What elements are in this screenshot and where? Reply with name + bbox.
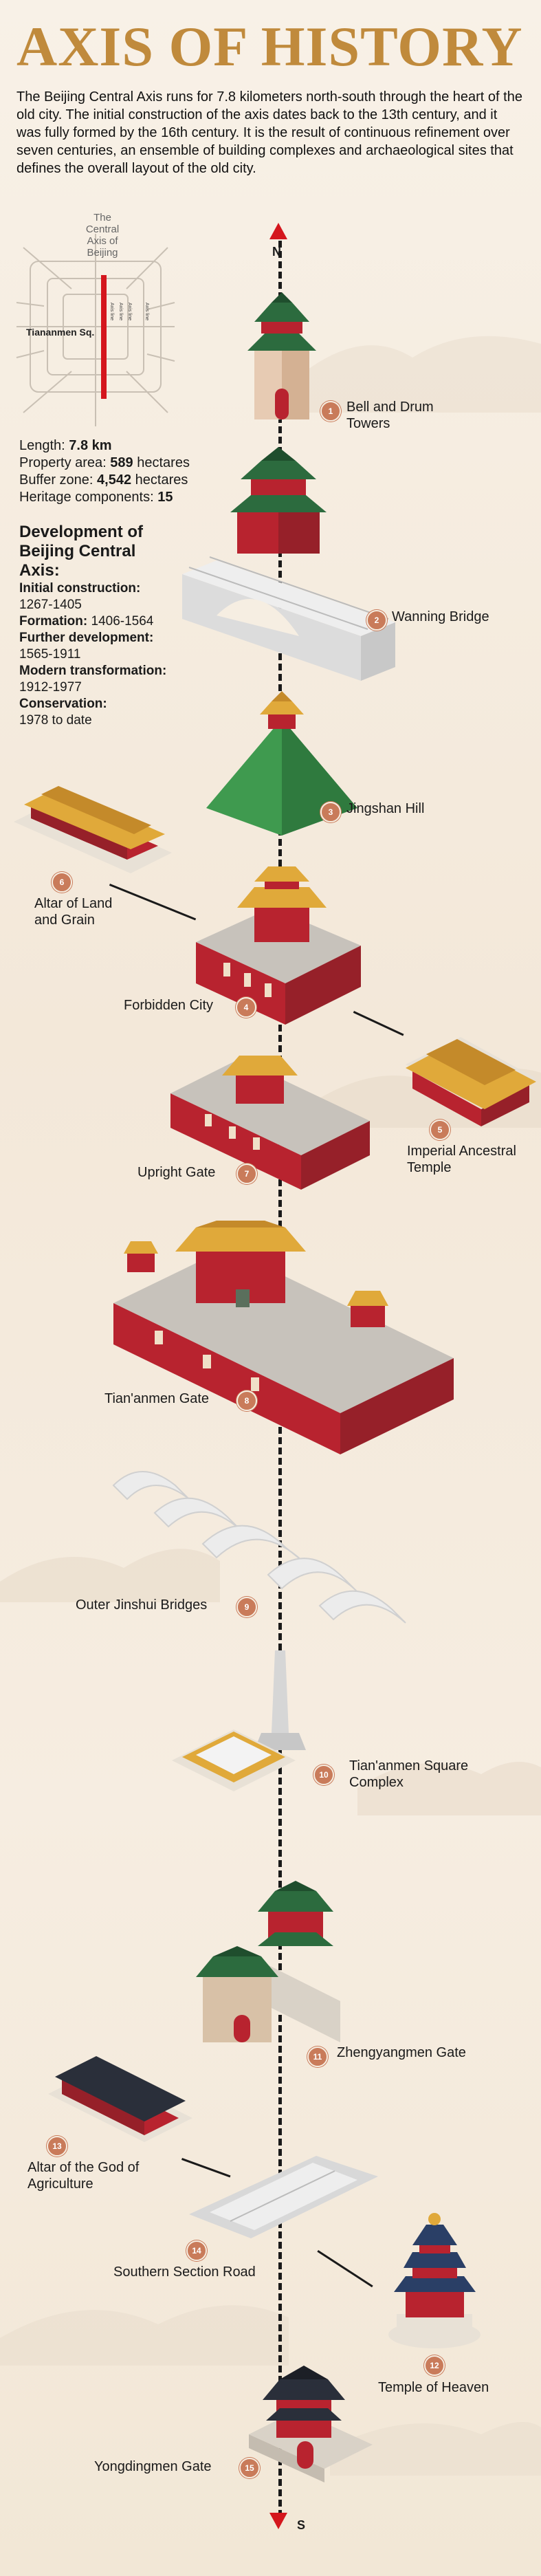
landmark-badge-7: 7 (236, 1164, 257, 1184)
landmark-label-5: Imperial Ancestral Temple (407, 1144, 516, 1175)
landmark-badge-11: 11 (307, 2046, 328, 2067)
south-arrow-icon (269, 2513, 287, 2529)
square-complex-illustration (172, 1650, 306, 1791)
landmark-label-15: Yongdingmen Gate (94, 2459, 212, 2474)
ancestral-temple-illustration (406, 1037, 536, 1126)
landmark-label-10: Tian'anmen Square Complex (349, 1758, 469, 1790)
development-block: Development of Beijing Central Axis: Ini… (19, 523, 246, 729)
landmark-label-4: Forbidden City (124, 998, 214, 1013)
landmark-label-7: Upright Gate (137, 1165, 216, 1180)
svg-text:Axis line: Axis line (144, 303, 149, 320)
agriculture-altar-illustration (48, 2056, 192, 2142)
landmark-badge-3: 3 (320, 802, 341, 822)
svg-text:Axis line: Axis line (127, 303, 132, 320)
landmark-label-3: Jingshan Hill (346, 801, 425, 816)
southern-road-illustration (189, 2156, 378, 2238)
north-label: N (272, 245, 281, 259)
landmark-badge-1: 1 (320, 401, 341, 422)
drum-tower-illustration (230, 447, 327, 554)
map-square-label: Tiananmen Sq. (26, 327, 95, 338)
landmark-badge-9: 9 (236, 1597, 257, 1617)
stage-formation: Formation: 1406-1564 (19, 614, 154, 629)
landmark-badge-10: 10 (313, 1765, 334, 1785)
road-network-icon: Axis line Axis line Axis line Axis line (16, 234, 175, 426)
development-title: Development of Beijing Central Axis: (19, 523, 144, 580)
stat-buffer: Buffer zone: 4,542 hectares (19, 472, 188, 488)
landmark-badge-12: 12 (424, 2355, 445, 2376)
bell-drum-towers-illustration (247, 292, 316, 419)
landmark-badge-8: 8 (236, 1390, 257, 1411)
page-title: AXIS OF HISTORY (16, 15, 523, 78)
map-label: The Central Axis of Beijing (85, 212, 120, 259)
stage-initial: Initial construction:1267-1405 (19, 581, 141, 612)
stage-conservation: Conservation:1978 to date (19, 697, 107, 728)
temple-of-heaven-illustration (388, 2213, 481, 2348)
jinshui-bridges-illustration (112, 1471, 406, 1624)
yongdingmen-gate-illustration (249, 2366, 373, 2482)
landmark-badge-5: 5 (430, 1120, 450, 1140)
landmark-label-11: Zhengyangmen Gate (337, 2045, 466, 2060)
landmark-label-14: Southern Section Road (113, 2264, 256, 2280)
svg-text:Axis line: Axis line (109, 303, 114, 320)
landmark-label-1: Bell and Drum Towers (346, 400, 434, 431)
svg-text:Axis line: Axis line (118, 303, 123, 320)
landmark-label-13: Altar of the God of Agriculture (27, 2160, 140, 2192)
landmark-badge-15: 15 (239, 2458, 260, 2478)
stats-block: Length: 7.8 km Property area: 589 hectar… (19, 437, 239, 506)
stage-modern: Modern transformation:1912-1977 (19, 664, 167, 695)
landmark-badge-6: 6 (52, 872, 72, 893)
wanning-bridge-illustration (182, 556, 395, 681)
landmark-label-9: Outer Jinshui Bridges (76, 1597, 208, 1613)
zhengyangmen-gate-illustration (196, 1881, 340, 2042)
stat-area: Property area: 589 hectares (19, 455, 190, 470)
landmark-label-2: Wanning Bridge (392, 609, 489, 624)
intro-paragraph: The Beijing Central Axis runs for 7.8 ki… (16, 89, 522, 176)
tiananmen-gate-illustration (113, 1221, 454, 1454)
stat-heritage: Heritage components: 15 (19, 490, 173, 505)
landmark-label-6: Altar of Land and Grain (34, 896, 113, 928)
south-label: S (297, 2518, 306, 2532)
landmark-badge-2: 2 (366, 610, 387, 631)
landmark-label-12: Temple of Heaven (378, 2380, 489, 2395)
north-arrow-icon (269, 223, 287, 239)
landmark-badge-13: 13 (47, 2136, 67, 2157)
stage-further: Further development:1565-1911 (19, 631, 154, 662)
landmark-badge-4: 4 (236, 997, 256, 1018)
landmark-label-8: Tian'anmen Gate (104, 1391, 210, 1406)
upright-gate-illustration (170, 1056, 370, 1190)
altar-land-grain-illustration (14, 786, 172, 873)
forbidden-city-illustration (196, 866, 361, 1025)
landmark-badge-14: 14 (186, 2240, 207, 2261)
beijing-map: Axis line Axis line Axis line Axis line … (16, 206, 175, 433)
stat-length: Length: 7.8 km (19, 438, 112, 453)
